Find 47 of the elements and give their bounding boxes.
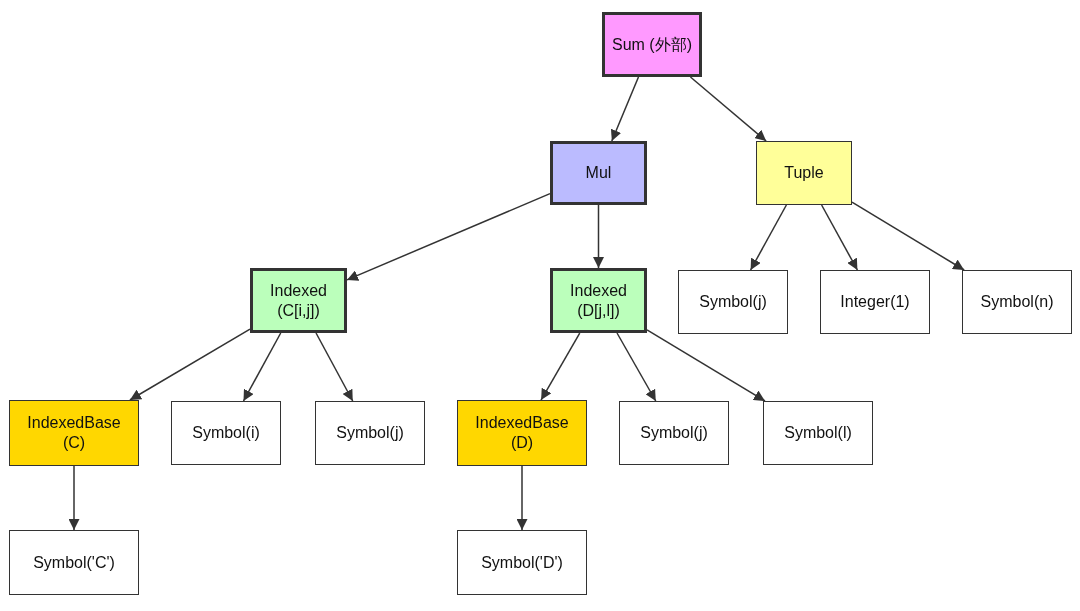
node-label: Integer(1) (839, 292, 911, 312)
tree-node-box (457, 530, 587, 595)
arrow (68, 465, 80, 531)
arrow (129, 328, 251, 401)
tree-node-box (962, 270, 1072, 334)
node-label: Mul (584, 163, 613, 183)
tree-node-box (250, 268, 347, 333)
node-label: Symbol(j) (639, 423, 709, 443)
node-label: Tuple (783, 163, 825, 183)
arrow (540, 332, 581, 401)
node-label: Symbol(l) (783, 423, 853, 443)
tree-node-box (763, 401, 873, 465)
arrow (749, 204, 788, 271)
tree-node-box (550, 268, 647, 333)
node-label: IndexedBase (C) (26, 413, 122, 453)
node-label: Symbol('C') (32, 552, 116, 573)
tree-node-box (678, 270, 788, 334)
tree-node-box (457, 400, 587, 466)
node-label: Indexed (D[j,l]) (569, 280, 628, 321)
tree-node-box (315, 401, 425, 465)
tree-node-box (619, 401, 729, 465)
node-label: Symbol(n) (979, 292, 1055, 312)
tree-node-box (756, 141, 852, 205)
tree-node-box (820, 270, 930, 334)
node-label: Symbol(j) (335, 423, 405, 443)
arrow (242, 332, 282, 402)
tree-node-box (550, 141, 647, 205)
tree-node-box (171, 401, 281, 465)
arrow (689, 76, 767, 142)
arrow (610, 76, 640, 142)
arrow (820, 204, 859, 271)
node-label: IndexedBase (D) (474, 413, 570, 453)
node-label: Sum (外部) (611, 34, 693, 55)
arrow (593, 204, 604, 269)
arrow (346, 192, 551, 281)
arrow (616, 332, 657, 402)
node-label: Symbol(i) (191, 423, 261, 443)
tree-node-box (9, 400, 139, 466)
tree-node-box (9, 530, 139, 595)
node-label: Symbol(j) (698, 292, 768, 312)
arrow (646, 329, 766, 402)
arrow (851, 201, 965, 271)
arrow (315, 332, 354, 402)
arrow (516, 465, 528, 531)
node-label: Symbol('D') (480, 552, 564, 573)
node-label: Indexed (C[i,j]) (269, 280, 328, 321)
tree-node-box (602, 12, 702, 77)
